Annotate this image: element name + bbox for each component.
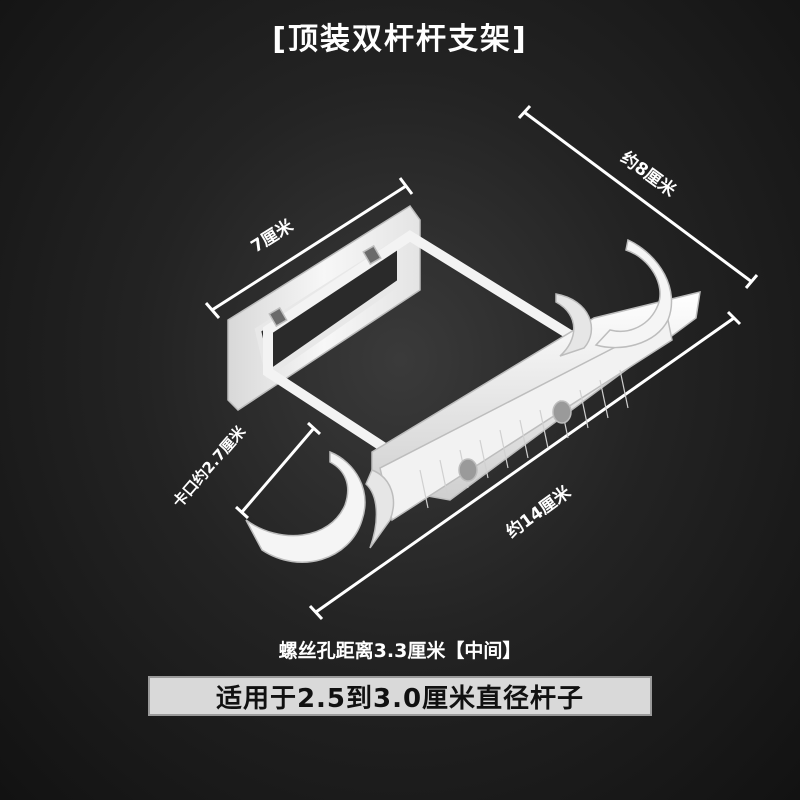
- measure-line-clip: [234, 421, 322, 520]
- measure-line-8cm: [517, 104, 759, 289]
- measure-line-7cm: [204, 177, 414, 319]
- measure-line-14cm: [308, 310, 742, 621]
- bracket: [227, 204, 701, 563]
- hole-spacing-text: 螺丝孔距离3.3厘米【中间】: [278, 640, 522, 662]
- page-title: [顶装双杆杆支架]: [272, 22, 528, 57]
- suitable-rod-banner: 适用于2.5到3.0厘米直径杆子: [148, 676, 652, 716]
